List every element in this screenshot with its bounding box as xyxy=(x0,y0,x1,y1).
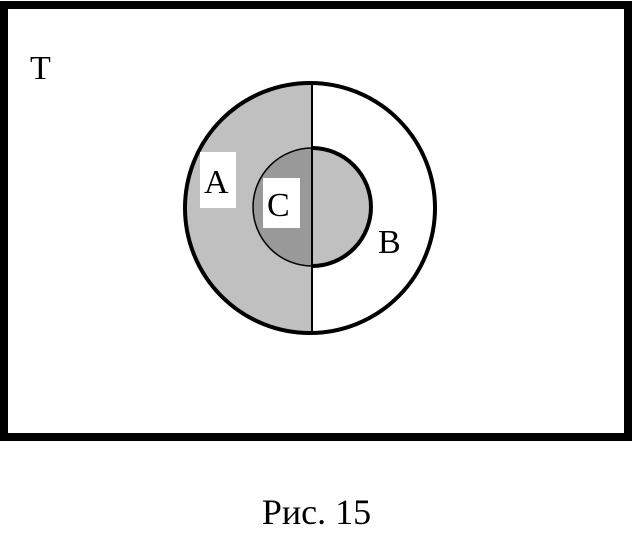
figure-caption: Рис. 15 xyxy=(261,492,372,532)
circle-c-outline-right xyxy=(311,146,373,268)
region-a-left-half xyxy=(186,82,312,334)
universe-label: T xyxy=(30,50,51,87)
circle-c-outline-left xyxy=(252,147,313,267)
circle-b xyxy=(183,81,437,335)
label-c: C xyxy=(267,187,290,224)
label-a: A xyxy=(204,164,229,201)
label-b: B xyxy=(378,224,401,261)
label-c-box xyxy=(263,178,300,228)
label-a-box xyxy=(200,152,236,208)
